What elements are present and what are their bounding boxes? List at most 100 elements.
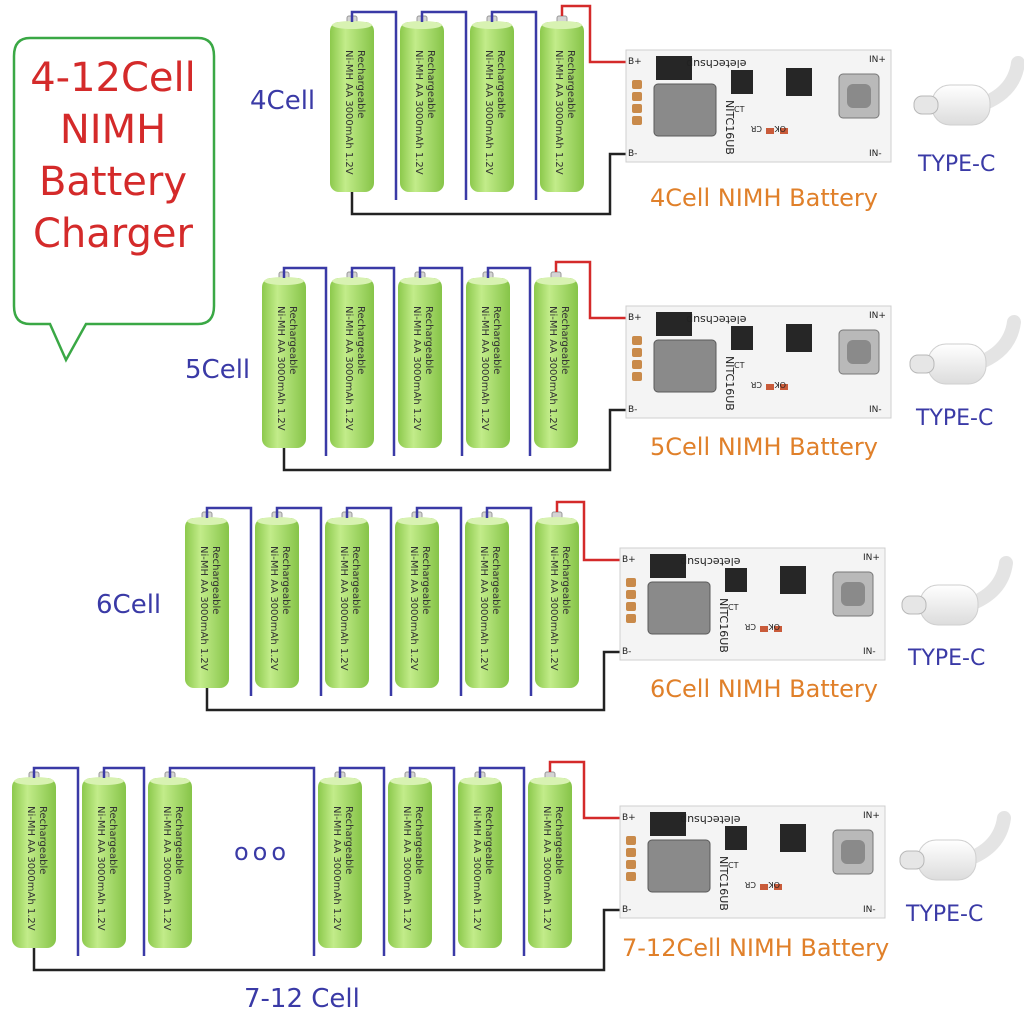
pad-inplus-label: IN+ [869,311,886,321]
battery-rechargeable-text: Rechargeable [350,546,361,614]
battery-spec-text: Ni-MH AA 3000mAh 1.2V [553,50,564,175]
battery-top-ring [536,277,576,285]
title-bubble-text: 4-12Cell NIMH Battery Charger [14,52,212,260]
series-wire [282,266,328,456]
battery-spec-text: Ni-MH AA 3000mAh 1.2V [411,306,422,431]
battery-rechargeable-text: Rechargeable [287,306,298,374]
row-1-cell-label: 4Cell [250,86,316,116]
solder-pad [632,92,642,101]
row-2-usb-label: TYPE-C [916,406,994,431]
battery-spec-text: Ni-MH AA 3000mAh 1.2V [413,50,424,175]
battery-rechargeable-text: Rechargeable [343,806,354,874]
mosfet-chip [656,56,692,80]
battery-rechargeable-text: Rechargeable [37,806,48,874]
pad-bminus-label: B- [622,905,631,915]
battery-body [458,778,502,948]
battery-rechargeable-text: Rechargeable [173,806,184,874]
pad-bplus-label: B+ [628,57,642,67]
solder-pad [632,104,642,113]
solder-pad [626,860,636,869]
battery-rechargeable-text: Rechargeable [490,546,501,614]
battery-top-ring [400,277,440,285]
battery-rechargeable-text: Rechargeable [425,50,436,118]
usb-c-receptacle [847,340,871,364]
solder-pad [626,602,636,611]
inductor [647,581,711,635]
battery-rechargeable-text: Rechargeable [495,50,506,118]
battery-spec-text: Ni-MH AA 3000mAh 1.2V [343,306,354,431]
series-wire [486,266,532,456]
positive-wire [560,4,626,64]
battery-rechargeable-text: Rechargeable [420,546,431,614]
battery-spec-text: Ni-MH AA 3000mAh 1.2V [25,806,36,931]
ic-chip [725,826,747,850]
solder-pad [626,836,636,845]
battery-rechargeable-text: Rechargeable [107,806,118,874]
battery-top-ring [472,21,512,29]
series-wire [345,506,393,696]
cable-plug [901,595,927,615]
negative-wire [205,650,620,712]
row-2-battery-label: 5Cell NIMH Battery [650,433,878,461]
battery-spec-text: Ni-MH AA 3000mAh 1.2V [548,546,559,671]
battery-rechargeable-text: Rechargeable [560,546,571,614]
battery-top-ring [187,517,227,525]
title-bubble [12,36,216,363]
inductor [653,339,717,393]
led-ok [780,384,788,390]
solder-pad [626,614,636,623]
negative-wire [32,908,620,972]
row-3-usb-label: TYPE-C [908,646,986,671]
usb-c-cable [909,315,1021,385]
battery-body [255,518,299,688]
mosfet-chip [650,554,686,578]
ic-chip [731,326,753,350]
series-wire [415,506,463,696]
battery-rechargeable-text: Rechargeable [423,306,434,374]
solder-pad [626,872,636,881]
series-wire [490,10,538,200]
row-4-battery-label: 7-12Cell NIMH Battery [622,934,890,962]
battery-rechargeable-text: Rechargeable [491,306,502,374]
row-1-battery-label: 4Cell NIMH Battery [650,184,878,212]
battery-body [185,518,229,688]
battery-top-ring [84,777,124,785]
battery-spec-text: Ni-MH AA 3000mAh 1.2V [408,546,419,671]
model-silkscreen: NITC16UB [717,598,730,653]
battery-body [534,278,578,448]
inductor [653,83,717,137]
battery-top-ring [397,517,437,525]
solder-pad [626,578,636,587]
series-wire [275,506,323,696]
usb-c-cable [901,556,1013,626]
battery-body [82,778,126,948]
led-cr [766,128,774,134]
row-2-cell-label: 5Cell [185,355,251,385]
positive-wire [554,260,626,320]
battery-body [398,278,442,448]
ct-label: CT [728,603,739,612]
series-wire [485,506,533,696]
usb-c-cable [913,56,1024,126]
led-ok-label: OK [768,880,780,889]
ct-label: CT [734,361,745,370]
battery-top-ring [468,277,508,285]
solder-pad [626,848,636,857]
led-cr-label: CR [744,880,756,889]
led-ok [780,128,788,134]
series-wire [420,10,468,200]
row-3-battery-label: 6Cell NIMH Battery [650,675,878,703]
led-ok-label: OK [774,124,786,133]
